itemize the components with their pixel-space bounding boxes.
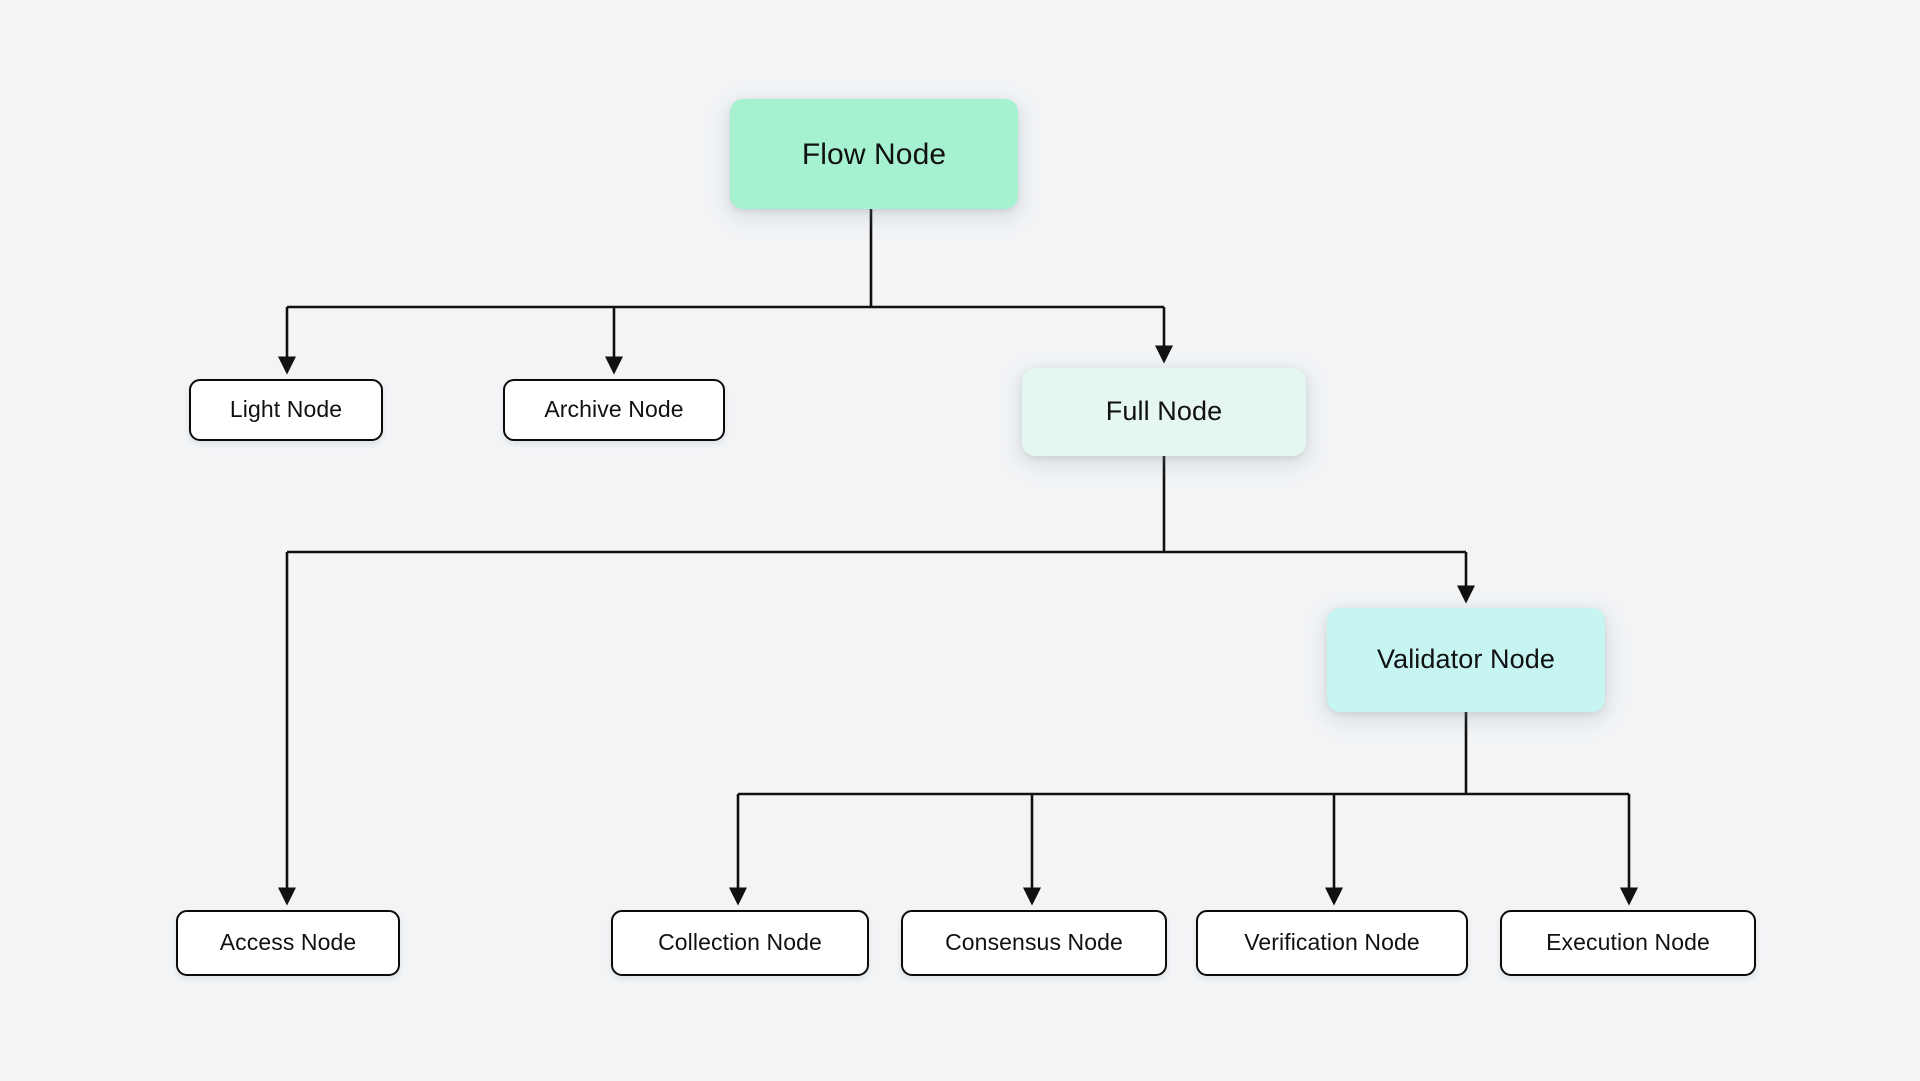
node-light-label: Light Node	[229, 396, 343, 423]
node-validator[interactable]: Validator Node	[1327, 608, 1605, 712]
node-consensus-label: Consensus Node	[945, 929, 1123, 956]
node-full[interactable]: Full Node	[1022, 368, 1306, 456]
node-validator-label: Validator Node	[1376, 644, 1555, 675]
node-flow[interactable]: Flow Node	[730, 99, 1018, 209]
node-consensus[interactable]: Consensus Node	[901, 910, 1167, 976]
node-archive[interactable]: Archive Node	[503, 379, 725, 441]
node-collection-label: Collection Node	[658, 929, 822, 956]
node-flow-label: Flow Node	[801, 137, 947, 171]
node-verification-label: Verification Node	[1244, 929, 1420, 956]
node-light[interactable]: Light Node	[189, 379, 383, 441]
node-collection[interactable]: Collection Node	[611, 910, 869, 976]
node-access[interactable]: Access Node	[176, 910, 400, 976]
node-full-label: Full Node	[1105, 396, 1223, 427]
node-archive-label: Archive Node	[544, 396, 684, 423]
node-execution[interactable]: Execution Node	[1500, 910, 1756, 976]
node-verification[interactable]: Verification Node	[1196, 910, 1468, 976]
node-access-label: Access Node	[219, 929, 357, 956]
node-execution-label: Execution Node	[1546, 929, 1710, 956]
